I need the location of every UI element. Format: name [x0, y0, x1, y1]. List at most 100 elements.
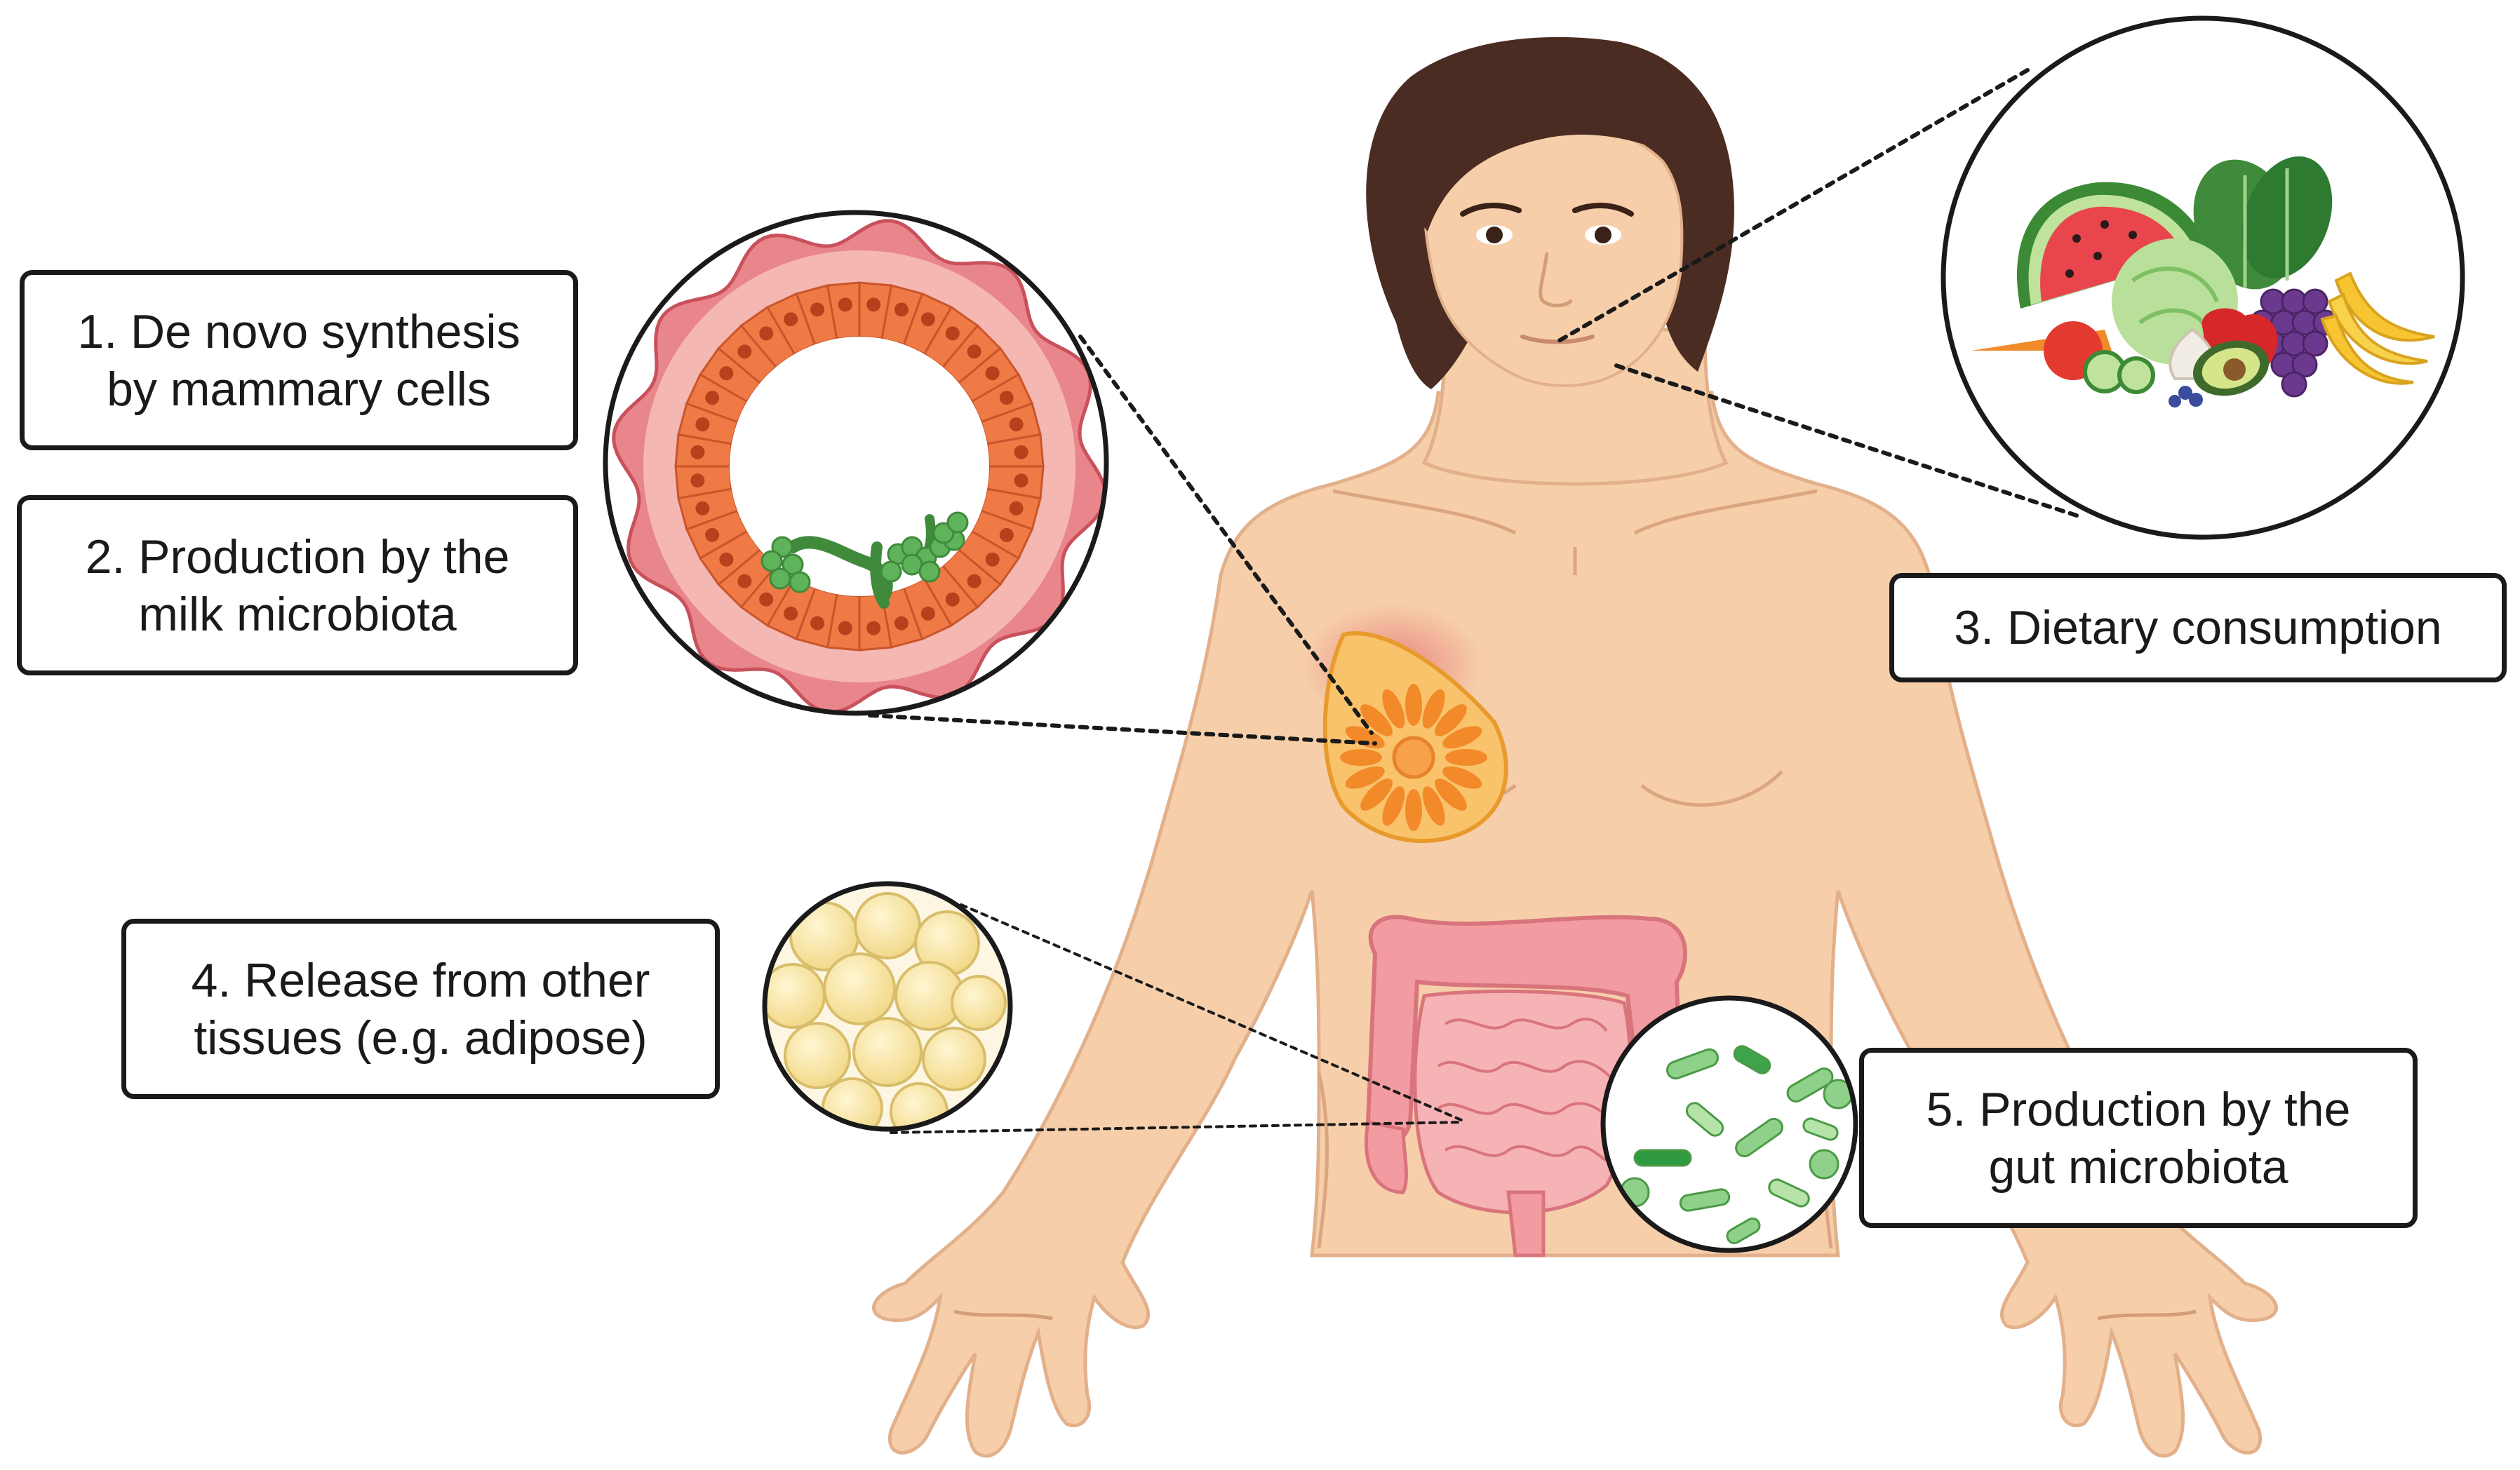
cell-nucleus	[985, 552, 1000, 567]
cell-nucleus	[1009, 417, 1024, 432]
eyebrow-left	[1460, 203, 1522, 217]
cell-nucleus	[705, 527, 720, 542]
intestines	[1364, 915, 1687, 1257]
adipocyte	[823, 952, 896, 1025]
label-line: 5. Production by the	[1926, 1082, 2351, 1136]
cell-nucleus	[999, 391, 1014, 405]
bacterium-rod	[1768, 1178, 1810, 1208]
gland-lobule	[1435, 704, 1467, 736]
gland-lobule	[1435, 778, 1467, 811]
watermelon-icon	[2016, 182, 2210, 309]
cell-nucleus	[967, 344, 981, 359]
gland-lobule	[1360, 704, 1393, 736]
small-intestine	[1413, 989, 1633, 1215]
label-line: 1. De novo synthesis	[77, 304, 521, 358]
adipocyte	[922, 1027, 986, 1091]
lumen-microbes	[760, 511, 969, 609]
gland-lobule	[1422, 689, 1445, 729]
cell-nucleus	[737, 344, 752, 359]
adipocyte	[854, 892, 921, 959]
gland-lobule	[1422, 786, 1445, 826]
gland-lobule	[1405, 684, 1422, 726]
mouth	[1520, 335, 1595, 344]
leader-fat-top	[960, 903, 1468, 1124]
bacterium-rod	[1679, 1188, 1731, 1212]
cell-nucleus	[719, 552, 734, 567]
intestine-loops	[1437, 1018, 1615, 1162]
grape	[2302, 330, 2328, 357]
gland-lobule	[1345, 766, 1385, 789]
label-de-novo-synthesis: 1. De novo synthesis by mammary cells	[20, 270, 578, 450]
label-line: milk microbiota	[138, 587, 457, 641]
gland-lobule	[1340, 749, 1382, 766]
gland-lobule	[1360, 778, 1393, 811]
cell-nucleus	[945, 592, 960, 607]
label-dietary-consumption: 3. Dietary consumption	[1889, 573, 2507, 682]
cell-nucleus	[719, 366, 734, 381]
coccus	[760, 550, 783, 572]
cell-nucleus	[690, 445, 705, 459]
label-milk-microbiota: 2. Production by the milk microbiota	[17, 495, 578, 675]
cell-nucleus	[759, 326, 774, 341]
bacterium-rod	[1666, 1048, 1719, 1080]
cell-nucleus	[784, 606, 798, 621]
label-line: gut microbiota	[1988, 1140, 2288, 1194]
gland-lobule	[1382, 786, 1405, 826]
cell-nucleus	[1009, 501, 1024, 515]
bacterium-rod	[1802, 1117, 1839, 1141]
cell-nucleus	[985, 366, 1000, 381]
cell-nucleus	[967, 574, 981, 588]
grape	[2291, 351, 2318, 378]
gland-lobule	[1442, 766, 1482, 789]
cell-nucleus	[737, 574, 752, 588]
banana-icon	[2320, 271, 2435, 385]
cell-nucleus	[695, 501, 710, 515]
leader-fruit-top	[1552, 68, 2030, 346]
cell-nucleus	[838, 297, 852, 312]
cell-nucleus	[866, 297, 881, 312]
cell-nucleus	[1014, 445, 1028, 459]
iris-right	[1595, 227, 1611, 243]
cell-nucleus	[894, 616, 909, 631]
cell-nucleus	[705, 391, 720, 405]
inset-fruits-vegetables	[1941, 15, 2465, 540]
adipocyte	[784, 1022, 851, 1089]
adipocyte	[951, 975, 1007, 1031]
grape	[2302, 288, 2328, 315]
gland-lobule	[1405, 789, 1422, 831]
blueberry-icon	[2169, 386, 2203, 407]
cell-nucleus	[999, 527, 1014, 542]
rectum	[1364, 1120, 1546, 1257]
label-line: by mammary cells	[107, 362, 491, 416]
bacterium-rod	[1633, 1149, 1692, 1167]
grape	[2281, 371, 2307, 398]
cell-nucleus	[690, 473, 705, 488]
eyebrow-right	[1572, 203, 1634, 217]
coccus	[946, 511, 969, 534]
left-palm-crease	[953, 1309, 1053, 1321]
adipocyte	[852, 1017, 923, 1087]
cell-nucleus	[945, 326, 960, 341]
cell-nucleus	[920, 312, 935, 327]
leader-lines	[868, 68, 2079, 1134]
label-line: 2. Production by the	[85, 530, 510, 584]
label-gut-microbiota: 5. Production by the gut microbiota	[1859, 1048, 2418, 1228]
label-line: 4. Release from other	[191, 953, 650, 1007]
bacterium-rod	[1685, 1102, 1724, 1137]
inset-mammary-alveolus	[603, 210, 1109, 716]
label-release-other-tissues: 4. Release from other tissues (e.g. adip…	[121, 919, 720, 1099]
bacterium-rod	[1786, 1067, 1834, 1102]
gland-lobule	[1445, 749, 1487, 766]
bacterium-rod	[1726, 1218, 1761, 1244]
avocado-icon	[2192, 340, 2270, 396]
bacterium-rod	[1735, 1117, 1783, 1158]
inset-adipocytes	[762, 881, 1013, 1132]
right-palm-crease	[2097, 1309, 2197, 1321]
leader-fat-bottom	[890, 1121, 1464, 1134]
bacterium-rod	[1733, 1045, 1771, 1074]
cell-nucleus	[1014, 473, 1028, 488]
label-line: tissues (e.g. adipose)	[194, 1011, 648, 1065]
nose	[1539, 252, 1574, 308]
neck	[1421, 328, 1729, 486]
